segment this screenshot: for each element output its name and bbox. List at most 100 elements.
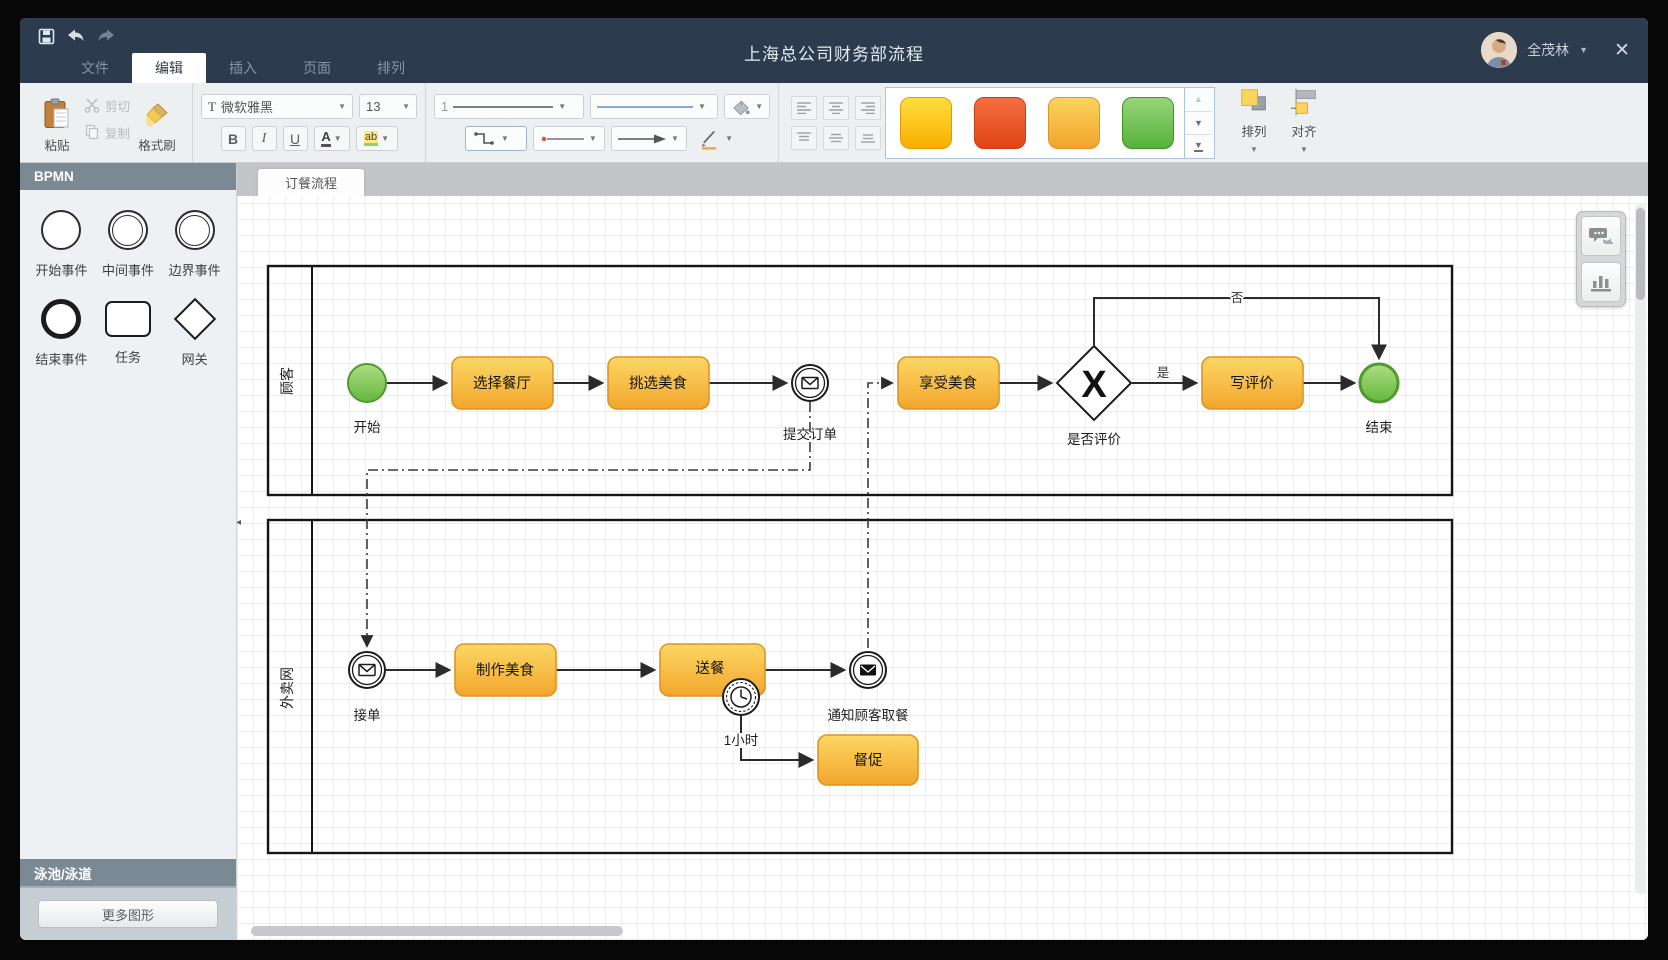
pool-takeout[interactable]: 外卖网: [266, 518, 1454, 855]
vertical-scrollbar-track[interactable]: [1635, 204, 1646, 894]
node-choose-restaurant[interactable]: 选择餐厅: [451, 356, 554, 410]
paste-button[interactable]: 粘贴: [30, 88, 84, 160]
save-icon[interactable]: [36, 26, 56, 46]
line-color-select[interactable]: ▼: [590, 94, 719, 119]
highlight-button[interactable]: ab ▼: [355, 126, 398, 151]
node-cook-food[interactable]: 制作美食: [454, 643, 557, 697]
intermediate-event-icon: [107, 210, 148, 250]
comments-button[interactable]: [1581, 216, 1621, 256]
node-pick-food[interactable]: 挑选美食: [607, 356, 710, 410]
node-accept-order-event[interactable]: 接单: [348, 651, 386, 723]
arrange-button[interactable]: 排列 ▼: [1229, 88, 1279, 160]
more-shapes-button[interactable]: 更多图形: [38, 900, 218, 928]
line-style-group: 1 ▼ ▼ ▼ ▼: [434, 83, 771, 162]
node-end-event[interactable]: 结束: [1358, 362, 1400, 435]
align-button[interactable]: 对齐 ▼: [1279, 88, 1329, 160]
copy-button[interactable]: 复制: [84, 123, 130, 142]
arrow-sample-icon: [618, 134, 667, 143]
swatch-scroll-end-button[interactable]: ▼: [1185, 135, 1213, 159]
pen-icon: [701, 130, 717, 150]
node-label: 通知顾客取餐: [828, 707, 909, 723]
node-label: 督促: [854, 752, 883, 769]
align-left-button[interactable]: [791, 95, 818, 120]
valign-middle-button[interactable]: [823, 125, 850, 150]
style-swatch-orange[interactable]: [1048, 97, 1101, 149]
bold-button[interactable]: B: [220, 126, 246, 151]
menu-tab-edit[interactable]: 编辑: [132, 53, 206, 83]
boundary-event-icon: [174, 210, 215, 250]
style-swatch-green[interactable]: [1122, 97, 1175, 149]
bpmn-section-header[interactable]: BPMN: [20, 163, 236, 190]
shape-end-event[interactable]: 结束事件: [28, 299, 95, 368]
line-start-sample-icon: [541, 136, 585, 141]
user-avatar[interactable]: [1481, 32, 1518, 68]
node-submit-order-event[interactable]: 提交订单: [783, 364, 837, 442]
node-label: 选择餐厅: [473, 375, 531, 392]
node-urge[interactable]: 督促: [817, 734, 919, 786]
menu-tab-insert[interactable]: 插入: [229, 60, 257, 76]
node-label: 1小时: [724, 733, 759, 748]
start-event-icon: [41, 210, 82, 250]
end-event-icon: [41, 299, 82, 339]
node-start-event[interactable]: 开始: [347, 363, 387, 435]
copy-label: 复制: [105, 126, 131, 141]
user-menu-caret-icon[interactable]: ▼: [1579, 45, 1589, 55]
font-color-button[interactable]: A ▼: [313, 126, 350, 151]
shape-start-event[interactable]: 开始事件: [28, 210, 95, 279]
node-timer-boundary-event[interactable]: 1小时: [722, 678, 760, 748]
connector-style-select[interactable]: ▼: [465, 126, 528, 151]
shape-intermediate-event[interactable]: 中间事件: [95, 210, 162, 279]
toolbar: 粘贴 剪切 复制 格式刷 T 微软: [20, 83, 1648, 163]
redo-icon[interactable]: [96, 26, 116, 46]
horizontal-scrollbar-thumb[interactable]: [251, 926, 623, 936]
lane-label-customer: 顾客: [279, 367, 295, 395]
shape-task[interactable]: 任务: [95, 299, 162, 368]
shape-boundary-event[interactable]: 边界事件: [161, 210, 228, 279]
undo-icon[interactable]: [66, 26, 86, 46]
bpmn-shape-grid: 开始事件 中间事件 边界事件 结束事件 任务: [20, 190, 236, 374]
underline-button[interactable]: U: [282, 126, 308, 151]
chevron-down-icon: ▼: [671, 134, 679, 143]
chart-button[interactable]: [1581, 262, 1621, 302]
menu-tab-file[interactable]: 文件: [81, 60, 109, 76]
diagram-canvas[interactable]: 顾客 外卖网: [237, 196, 1648, 940]
sidebar-collapse-handle[interactable]: ◂: [237, 516, 242, 528]
line-width-value: 1: [441, 99, 449, 114]
cut-button[interactable]: 剪切: [84, 96, 130, 115]
document-title: 上海总公司财务部流程: [744, 45, 924, 64]
vertical-scrollbar-thumb[interactable]: [1636, 208, 1645, 300]
font-family-select[interactable]: T 微软雅黑 ▼: [201, 94, 354, 119]
line-width-select[interactable]: 1 ▼: [434, 94, 585, 119]
format-painter-button[interactable]: 格式刷: [130, 88, 184, 160]
valign-top-button[interactable]: [791, 125, 818, 150]
close-icon[interactable]: ✕: [1614, 39, 1630, 61]
align-right-button[interactable]: [855, 95, 882, 120]
menu-tab-page[interactable]: 页面: [303, 60, 331, 76]
align-center-button[interactable]: [823, 95, 850, 120]
pool-customer[interactable]: 顾客: [266, 264, 1454, 497]
page-tab-order-process[interactable]: 订餐流程: [258, 169, 364, 196]
arrow-style-select[interactable]: ▼: [611, 126, 688, 151]
line-pen-button[interactable]: ▼: [693, 126, 739, 151]
edge-label-yes: 是: [1157, 366, 1170, 380]
swatch-scroll-down-button[interactable]: ▼: [1185, 111, 1213, 136]
node-label: 挑选美食: [629, 375, 687, 392]
user-name[interactable]: 全茂林: [1527, 42, 1570, 58]
valign-bottom-button[interactable]: [855, 125, 882, 150]
line-start-style-select[interactable]: ▼: [533, 126, 606, 151]
node-label: 送餐: [696, 660, 725, 677]
style-swatch-yellow[interactable]: [900, 97, 953, 149]
node-write-review[interactable]: 写评价: [1201, 356, 1304, 410]
shape-gateway[interactable]: 网关: [161, 297, 228, 368]
fill-color-button[interactable]: ▼: [724, 94, 771, 119]
node-enjoy-food[interactable]: 享受美食: [897, 356, 1000, 410]
swatch-scroll-up-button[interactable]: ▲: [1185, 88, 1213, 112]
node-notify-customer-event[interactable]: 通知顾客取餐: [828, 651, 909, 723]
menu-tab-arrange[interactable]: 排列: [377, 60, 405, 76]
font-size-select[interactable]: 13 ▼: [359, 94, 418, 119]
pool-section-header[interactable]: 泳池/泳道: [20, 859, 236, 886]
italic-button[interactable]: I: [251, 126, 277, 151]
node-review-gateway[interactable]: X 是否评价: [1055, 344, 1133, 447]
elbow-connector-icon: [474, 131, 494, 145]
style-swatch-red[interactable]: [974, 97, 1027, 149]
